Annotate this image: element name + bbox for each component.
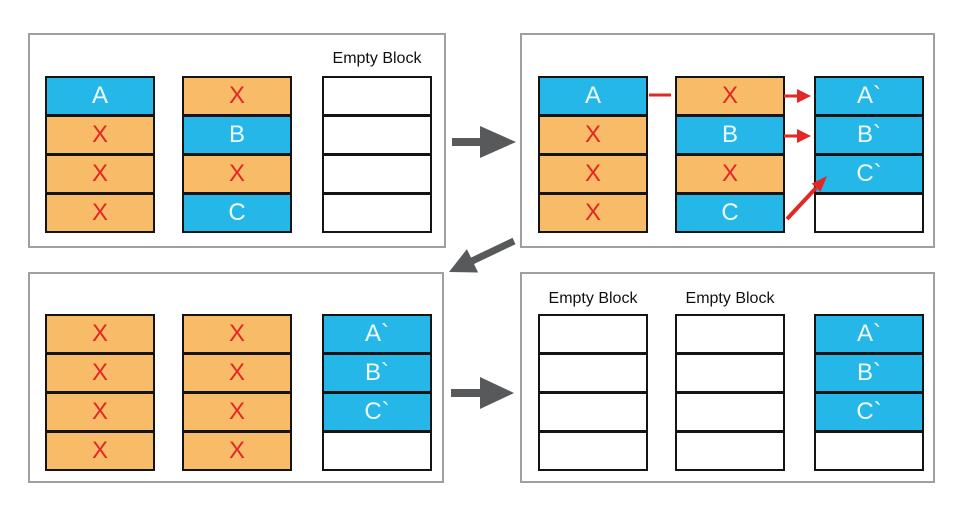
block-cell xyxy=(814,193,924,233)
block-cell xyxy=(675,392,785,432)
block-cell: X xyxy=(675,76,785,116)
block-cell: X xyxy=(182,314,292,354)
block-cell xyxy=(322,76,432,116)
block-cell xyxy=(322,115,432,155)
panel-initial-state: Empty Block A X X X X B X C xyxy=(28,33,446,248)
block-cell: X xyxy=(45,115,155,155)
empty-block-label: Empty Block xyxy=(332,50,422,67)
block-cell xyxy=(322,193,432,233)
block-cell: X xyxy=(538,115,648,155)
flow-arrow-right-icon xyxy=(452,126,516,158)
block-cell xyxy=(538,431,648,471)
empty-block-label: Empty Block xyxy=(548,290,638,307)
block-cell: A xyxy=(538,76,648,116)
block-cell xyxy=(675,431,785,471)
flow-arrow-down-left-icon xyxy=(449,237,516,273)
block-cell: X xyxy=(45,392,155,432)
block-cell: X xyxy=(45,154,155,194)
panel-after-erase: Empty Block Empty Block A` B` C` xyxy=(520,272,935,483)
block-cell: A` xyxy=(814,314,924,354)
block-cell: A` xyxy=(322,314,432,354)
block-cell xyxy=(675,353,785,393)
block-cell: A` xyxy=(814,76,924,116)
block-cell xyxy=(322,431,432,471)
block-cell: C` xyxy=(322,392,432,432)
block-cell: B xyxy=(675,115,785,155)
block-cell: X xyxy=(675,154,785,194)
block-cell: A xyxy=(45,76,155,116)
block-cell: X xyxy=(45,193,155,233)
panel-after-copy: X X X X X X X X A` B` C` xyxy=(28,272,444,483)
flow-arrow-right-icon xyxy=(451,377,514,409)
block-cell: B` xyxy=(814,353,924,393)
block-cell: C` xyxy=(814,392,924,432)
block-cell: X xyxy=(182,76,292,116)
block-cell: X xyxy=(45,353,155,393)
block-cell: C xyxy=(675,193,785,233)
block-cell xyxy=(814,431,924,471)
block-cell: X xyxy=(45,431,155,471)
block-cell: X xyxy=(182,154,292,194)
block-cell: B` xyxy=(814,115,924,155)
block-cell: B xyxy=(182,115,292,155)
block-cell xyxy=(675,314,785,354)
block-cell xyxy=(538,392,648,432)
block-cell: B` xyxy=(322,353,432,393)
block-cell: X xyxy=(182,431,292,471)
block-cell: X xyxy=(182,392,292,432)
block-cell: C xyxy=(182,193,292,233)
block-cell: X xyxy=(538,193,648,233)
block-cell xyxy=(322,154,432,194)
block-cell: X xyxy=(45,314,155,354)
block-cell: X xyxy=(538,154,648,194)
empty-block-label: Empty Block xyxy=(685,290,775,307)
block-cell: X xyxy=(182,353,292,393)
block-cell: C` xyxy=(814,154,924,194)
block-cell xyxy=(538,314,648,354)
block-cell xyxy=(538,353,648,393)
panel-copy-valid-pages: A X X X X B X C A` B` C` xyxy=(520,33,935,248)
